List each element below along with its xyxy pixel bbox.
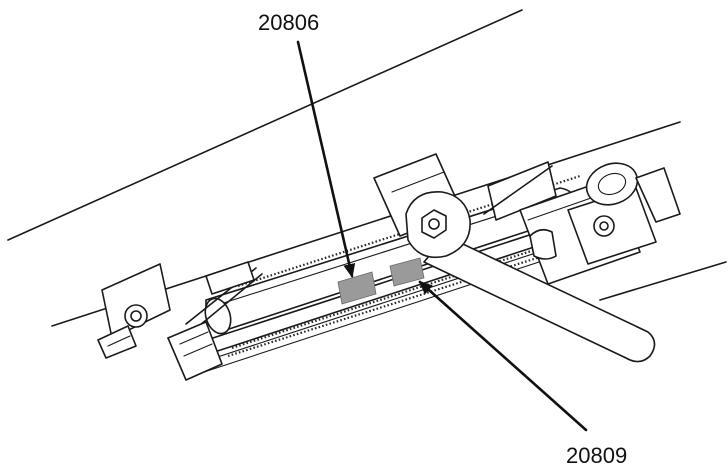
rail-lower-lip — [189, 231, 601, 367]
callout-bottom-label: 20809 — [566, 443, 627, 468]
callout-top-group: 20806 — [258, 10, 356, 278]
end-clip-line-2 — [183, 343, 213, 357]
motor-drum-inner — [597, 172, 627, 196]
wrench-tool — [405, 191, 656, 363]
callout-bottom-group: 20809 — [418, 280, 627, 468]
cable-lower — [231, 228, 597, 350]
center-bracket-edge — [391, 171, 445, 193]
right-top-plate — [487, 161, 557, 221]
right-assembly — [483, 161, 681, 285]
left-collar — [205, 261, 255, 295]
callout-bottom-leader — [418, 280, 588, 432]
wrench-handle — [423, 235, 656, 363]
left-bracket-bolt — [130, 310, 142, 322]
cable-lower-2 — [227, 236, 601, 358]
rail-assembly — [167, 174, 607, 375]
right-coupler — [529, 228, 557, 260]
motor-drum — [585, 162, 639, 206]
left-end-clip — [167, 261, 255, 381]
marker-shade-right — [389, 257, 425, 287]
right-strut — [483, 165, 553, 215]
callout-top-leader — [296, 40, 356, 278]
left-bracket-plate — [101, 263, 171, 339]
right-box-bolt-center — [599, 221, 609, 231]
right-panel-edge — [599, 261, 727, 301]
upper-panel-edge — [7, 9, 523, 241]
left-bracket — [97, 263, 263, 359]
left-strut-2 — [193, 273, 263, 331]
rail-lower-lip-2 — [197, 239, 607, 375]
right-end-cap — [635, 167, 681, 223]
rail-groove — [175, 213, 595, 351]
left-bracket-foot-line — [107, 335, 131, 347]
marker-shade-left — [337, 271, 377, 305]
nut-center — [428, 218, 440, 230]
callout-top-label: 20806 — [258, 10, 319, 35]
end-clip-line-1 — [179, 331, 209, 345]
